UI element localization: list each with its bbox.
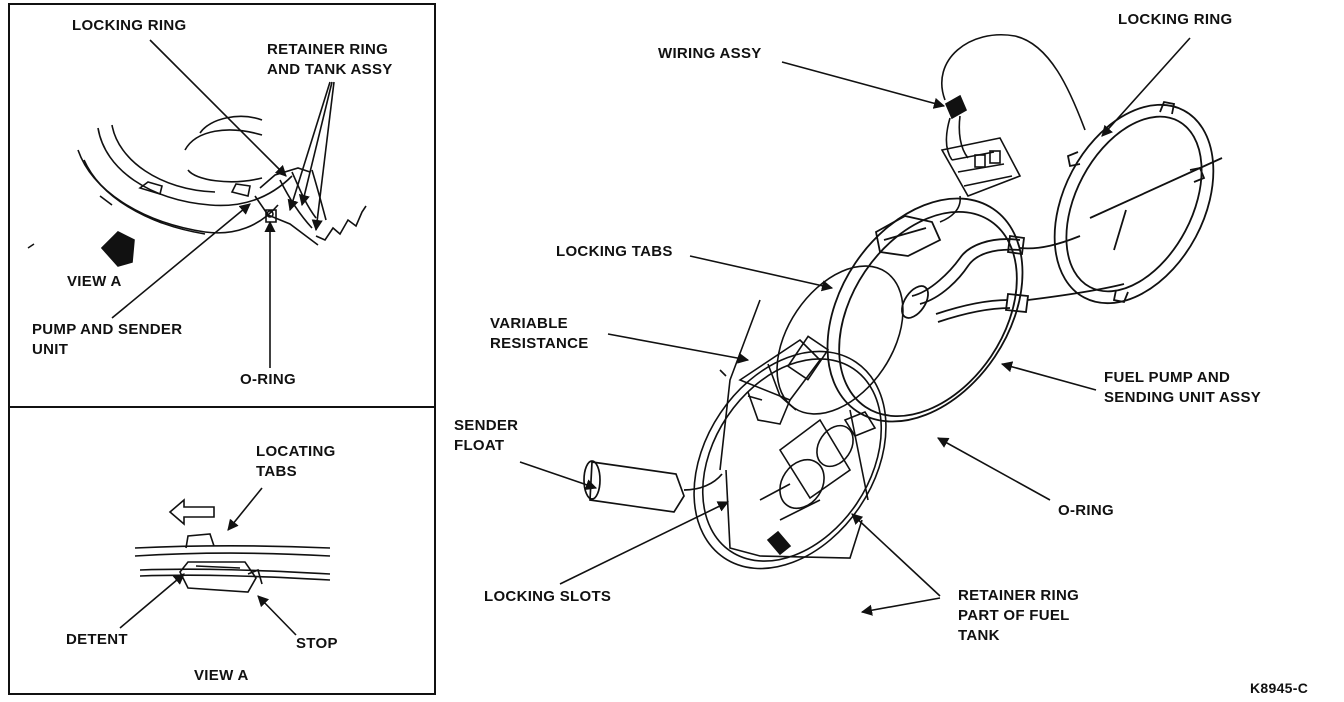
main-leaders (519, 37, 1191, 616)
label-top-locking-ring: LOCKING RING (72, 17, 187, 34)
label-top-retainer-ring: RETAINER RING AND TANK ASSY (267, 40, 393, 80)
label-line: AND TANK ASSY (267, 61, 393, 78)
label-line: SENDING UNIT ASSY (1104, 389, 1262, 406)
label-main-o-ring: O-RING (1058, 502, 1114, 519)
label-locating-tabs: LOCATING TABS (256, 442, 336, 482)
label-line: VARIABLE (490, 315, 568, 332)
label-line: TANK (958, 627, 1000, 644)
label-line: PUMP AND SENDER (32, 321, 183, 338)
label-line: FUEL PUMP AND (1104, 369, 1231, 386)
top-inset-leaders (111, 39, 335, 368)
label-line: FLOAT (454, 437, 505, 454)
label-line: TABS (256, 463, 297, 480)
label-variable-resistance: VARIABLE RESISTANCE (490, 314, 589, 354)
label-locking-slots: LOCKING SLOTS (484, 588, 612, 605)
sender-float-drawing (583, 460, 723, 513)
pump-cover-drawing (826, 197, 1125, 423)
label-pump-and-sender: PUMP AND SENDER UNIT (32, 320, 182, 360)
label-stop: STOP (296, 635, 338, 652)
label-main-locking-ring: LOCKING RING (1118, 11, 1233, 28)
label-top-view-a: VIEW A (67, 273, 122, 290)
label-detent: DETENT (66, 631, 128, 648)
label-line: UNIT (32, 341, 69, 358)
label-line: PART OF FUEL (958, 607, 1070, 624)
label-bottom-view-a: VIEW A (194, 667, 249, 684)
label-wiring-assy: WIRING ASSY (658, 45, 762, 62)
figure-id: K8945-C (1250, 680, 1309, 696)
label-sender-float: SENDER FLOAT (454, 416, 518, 456)
label-line: SENDER (454, 417, 519, 434)
top-inset-drawing (77, 115, 367, 267)
label-line: RESISTANCE (490, 335, 589, 352)
label-line: RETAINER RING (958, 587, 1080, 604)
label-locking-tabs: LOCKING TABS (556, 243, 673, 260)
label-line: RETAINER RING (267, 41, 389, 58)
label-top-o-ring: O-RING (240, 371, 296, 388)
label-fuel-pump: FUEL PUMP AND SENDING UNIT ASSY (1104, 368, 1261, 408)
label-retainer-ring-part: RETAINER RING PART OF FUEL TANK (958, 586, 1079, 646)
label-line: LOCATING (256, 443, 336, 460)
bottom-inset-drawing (134, 498, 331, 593)
tick-mark (27, 243, 35, 249)
wiring-assy-drawing (939, 34, 1086, 223)
pump-body-drawing (693, 265, 904, 570)
locking-ring-drawing (1053, 100, 1223, 305)
bottom-inset-leaders (119, 487, 297, 636)
inset-frames (8, 3, 436, 695)
